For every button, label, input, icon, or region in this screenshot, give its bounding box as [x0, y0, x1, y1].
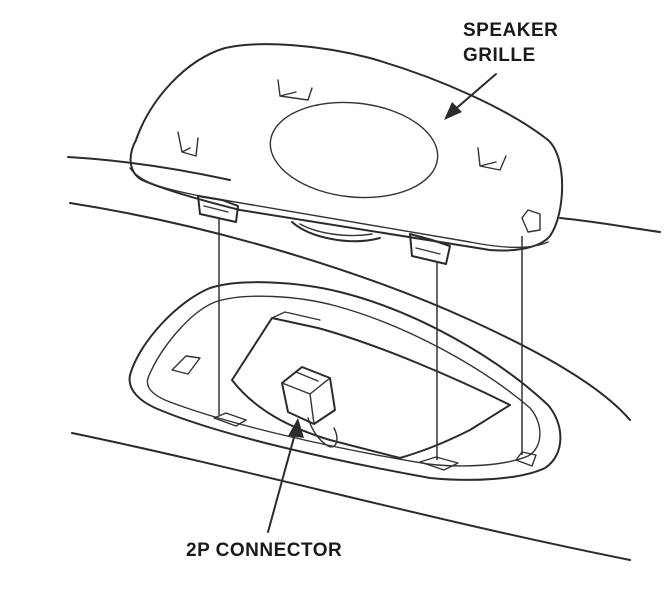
speaker-body-edge: [271, 311, 321, 321]
connector-wire: [307, 417, 338, 448]
clip-receiver-right: [515, 451, 537, 467]
connector-leader-arrow: [267, 429, 297, 533]
panel-right-upper-edge: [559, 217, 661, 233]
connector-assembly: [281, 366, 338, 448]
speaker-grille: [129, 43, 564, 265]
connector-body: [281, 366, 336, 425]
leader-arrows: [267, 73, 497, 533]
panel-upper-edge: [67, 156, 231, 181]
grille-arrowhead: [444, 102, 462, 120]
clip-receiver-left: [213, 412, 247, 427]
grille-tab-right: [477, 147, 507, 171]
connector-label: 2P CONNECTOR: [186, 540, 342, 561]
grille-tab-top: [277, 79, 313, 101]
connector-arrowhead: [288, 418, 304, 438]
trim-panel: [67, 156, 661, 561]
speaker-opening: [128, 281, 562, 481]
clip-receiver-middle: [419, 456, 459, 471]
speaker-body: [231, 317, 511, 459]
grille-clip-right: [409, 233, 451, 265]
grille-thickness-edge: [129, 167, 549, 248]
connector-face: [281, 377, 331, 425]
speaker-cone-ring: [299, 223, 373, 237]
clip-slot-left: [171, 355, 201, 375]
grille-clip-left-detail: [203, 205, 229, 213]
grille-speaker-mesh: [269, 101, 439, 199]
grille-clip-left: [197, 195, 239, 223]
grille-clip-right-detail: [415, 247, 441, 255]
alignment-guides: [218, 218, 523, 460]
grille-tab-left: [177, 131, 199, 157]
connector-latch: [295, 371, 319, 382]
grille-leader-arrow: [451, 73, 497, 113]
speaker-cone-rim: [291, 221, 381, 243]
speaker-grille-label-line1: SPEAKER: [463, 20, 558, 41]
grille-outline: [129, 43, 564, 252]
panel-lower-edge: [71, 432, 631, 561]
opening-outer-rim: [128, 281, 562, 481]
speaker-grille-label-line2: GRILLE: [463, 45, 536, 66]
grille-tab-far-right: [521, 209, 541, 233]
panel-contour-line: [69, 202, 631, 421]
opening-inner-rim: [146, 295, 541, 467]
